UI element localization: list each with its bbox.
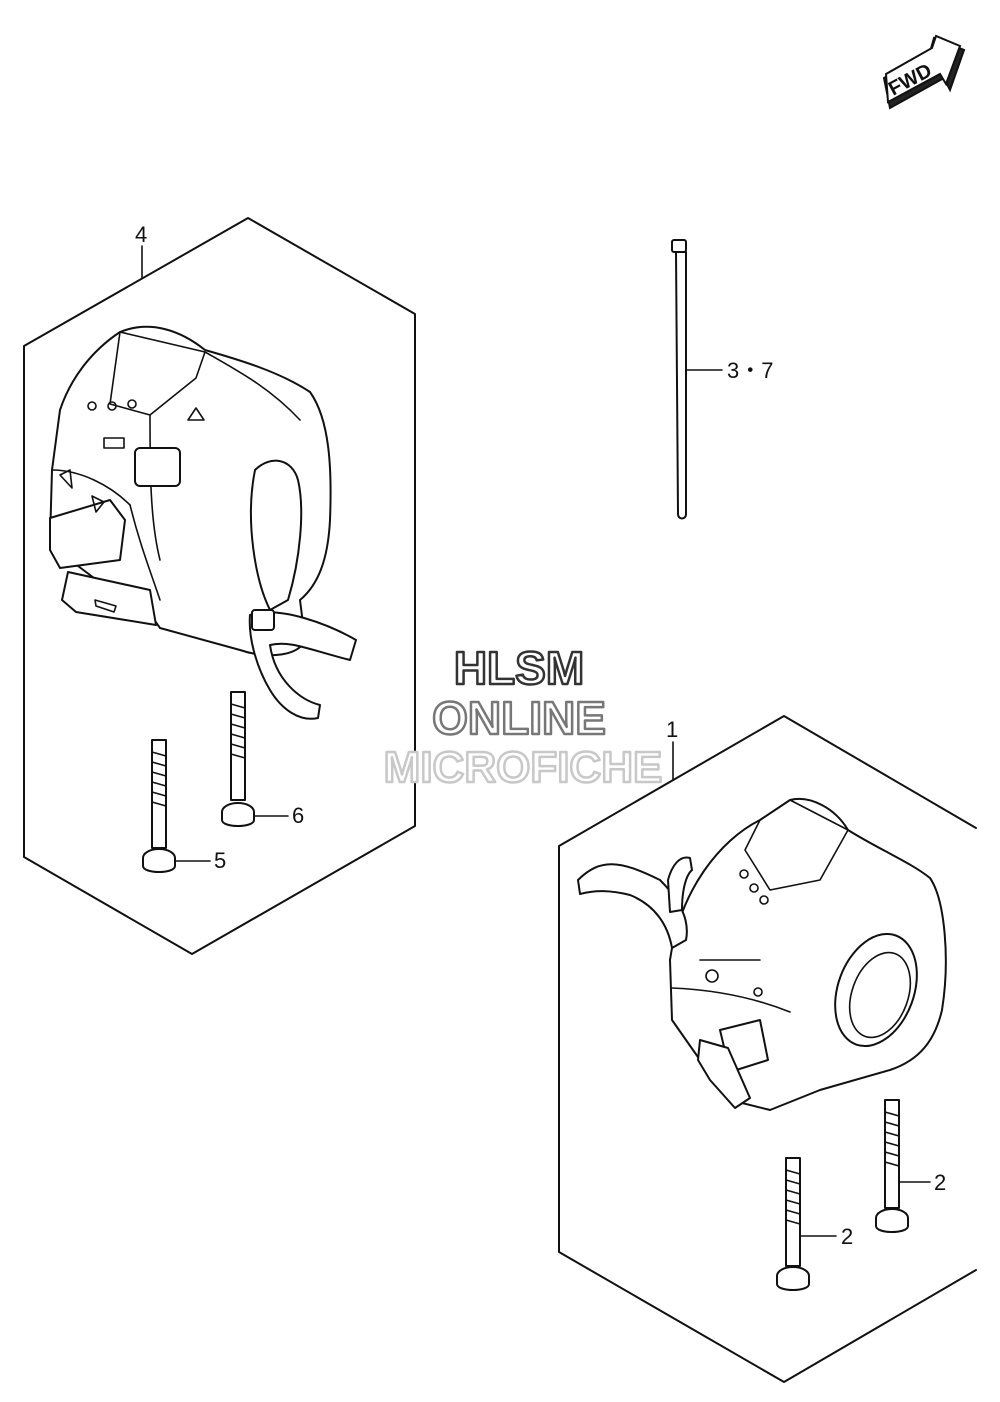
leader-lines [141,245,931,1237]
watermark-line-2: ONLINE [432,692,606,744]
callout-2a: 2 [841,1224,853,1249]
watermark: HLSM ONLINE MICROFICHE [382,641,663,794]
watermark-line-3: MICROFICHE [384,743,663,792]
callout-3-7: 3・7 [727,358,773,383]
screw-part-2a [776,1157,810,1291]
left-switch-box [23,217,416,955]
fwd-arrow-badge: FWD [882,34,966,110]
right-switch-box [558,715,977,1383]
screw-part-6 [221,691,255,827]
watermark-line-1: HLSM [454,642,584,694]
callout-1: 1 [666,717,678,742]
callout-2b: 2 [934,1170,946,1195]
right-handlebar-switch [577,797,947,1111]
callout-4: 4 [135,222,147,247]
callouts: 4 3・7 1 5 6 2 2 [135,222,946,1249]
cable-tie [671,239,687,520]
callout-5: 5 [214,848,226,873]
left-handlebar-switch [49,325,357,720]
callout-6: 6 [292,803,304,828]
screw-part-5 [142,739,176,873]
screw-part-2b [875,1099,909,1233]
